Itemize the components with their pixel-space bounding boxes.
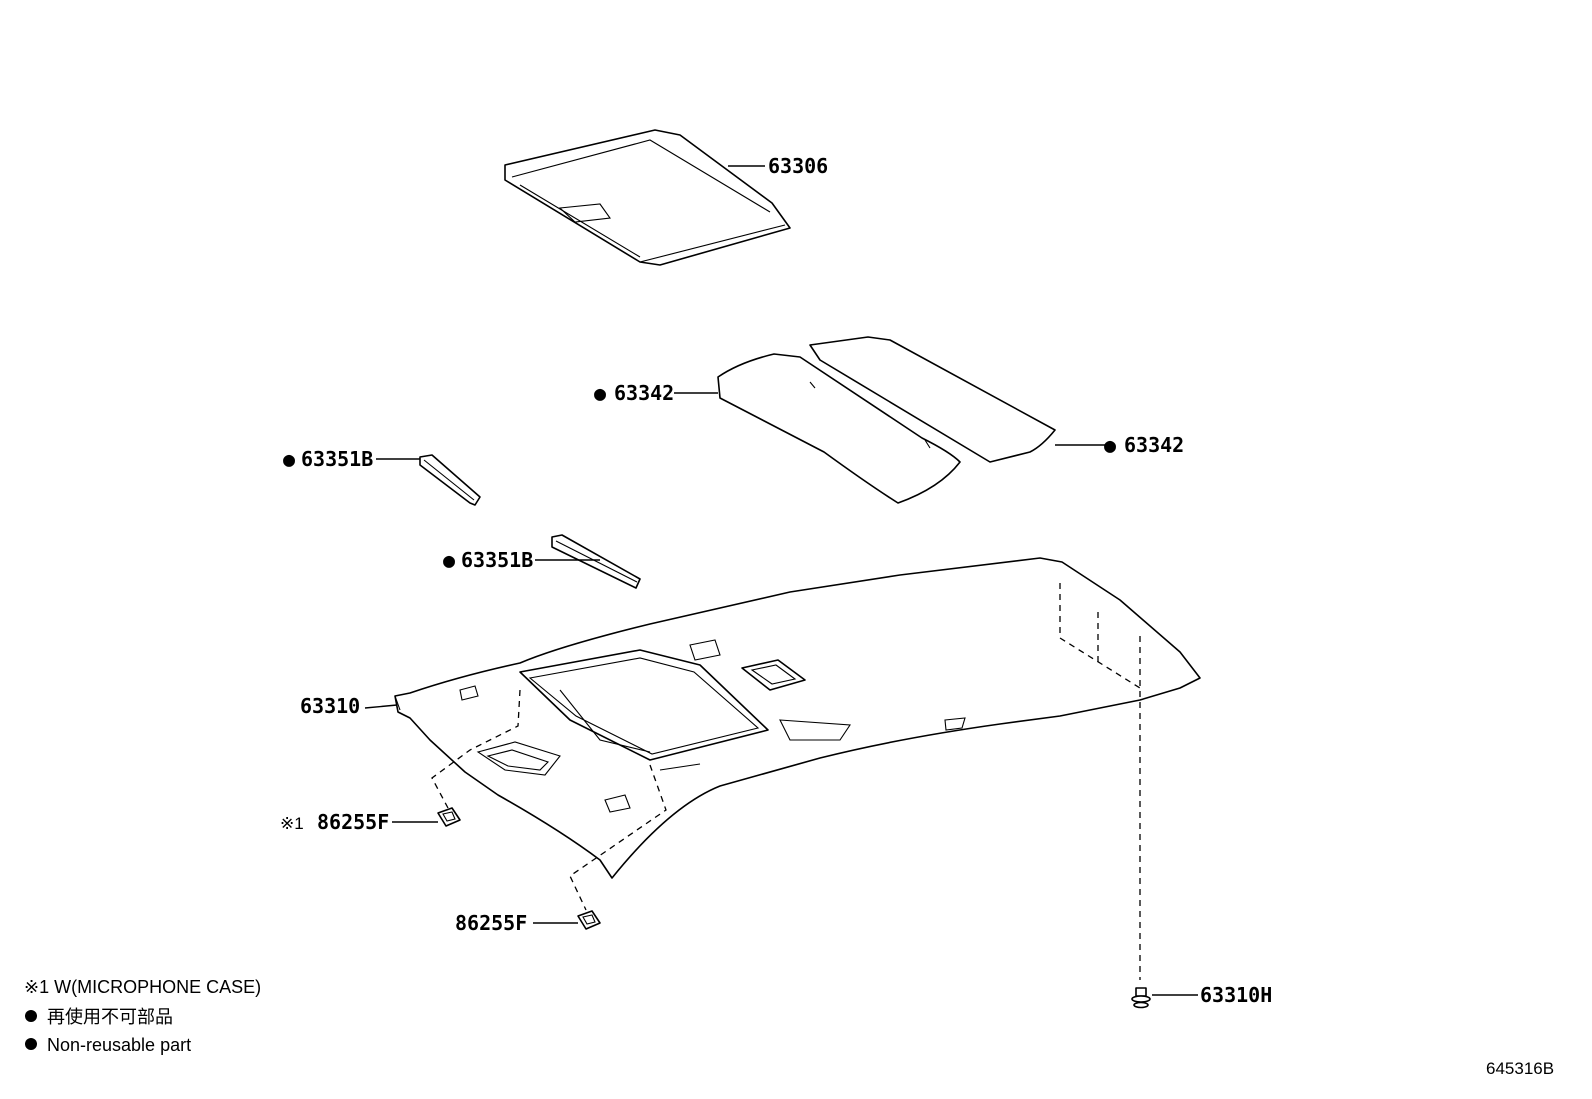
note-nonreusable-jp: 再使用不可部品 [47, 1007, 173, 1027]
clip-part-86255f-lower [577, 910, 601, 930]
label-63310: 63310 [300, 694, 360, 718]
label-63351b-lower: 63351B [461, 548, 533, 572]
sunshade-part-63306 [504, 129, 791, 266]
label-63310h: 63310H [1200, 983, 1272, 1007]
note-nonreusable-en: Non-reusable part [47, 1035, 191, 1055]
pad-part-63342-right [809, 336, 1056, 463]
label-63351b-upper: 63351B [301, 447, 373, 471]
fastener-part-63310h [1131, 987, 1151, 1009]
strip-part-63351b-lower [551, 534, 641, 589]
bullet-63351b-lower: ● [443, 548, 455, 572]
note-bullet-en [25, 1038, 37, 1050]
pad-part-63342-left [717, 353, 961, 504]
label-86255f-lower: 86255F [455, 911, 527, 935]
label-63306: 63306 [768, 154, 828, 178]
label-63342-left: 63342 [614, 381, 674, 405]
note-ref-86255f-upper: ※1 [280, 814, 304, 833]
figure-id: 645316B [1486, 1059, 1554, 1078]
bullet-63351b-upper: ● [283, 447, 295, 471]
note-bullet-jp [25, 1010, 37, 1022]
bullet-63342-left: ● [594, 381, 606, 405]
clip-part-86255f-upper [437, 807, 461, 827]
label-63342-right: 63342 [1124, 433, 1184, 457]
headliner-part-63310 [394, 557, 1201, 879]
bullet-63342-right: ● [1104, 433, 1116, 457]
label-86255f-upper: 86255F [317, 810, 389, 834]
strip-part-63351b-upper [419, 454, 481, 506]
note-microphone-case: ※1 W(MICROPHONE CASE) [24, 977, 261, 997]
